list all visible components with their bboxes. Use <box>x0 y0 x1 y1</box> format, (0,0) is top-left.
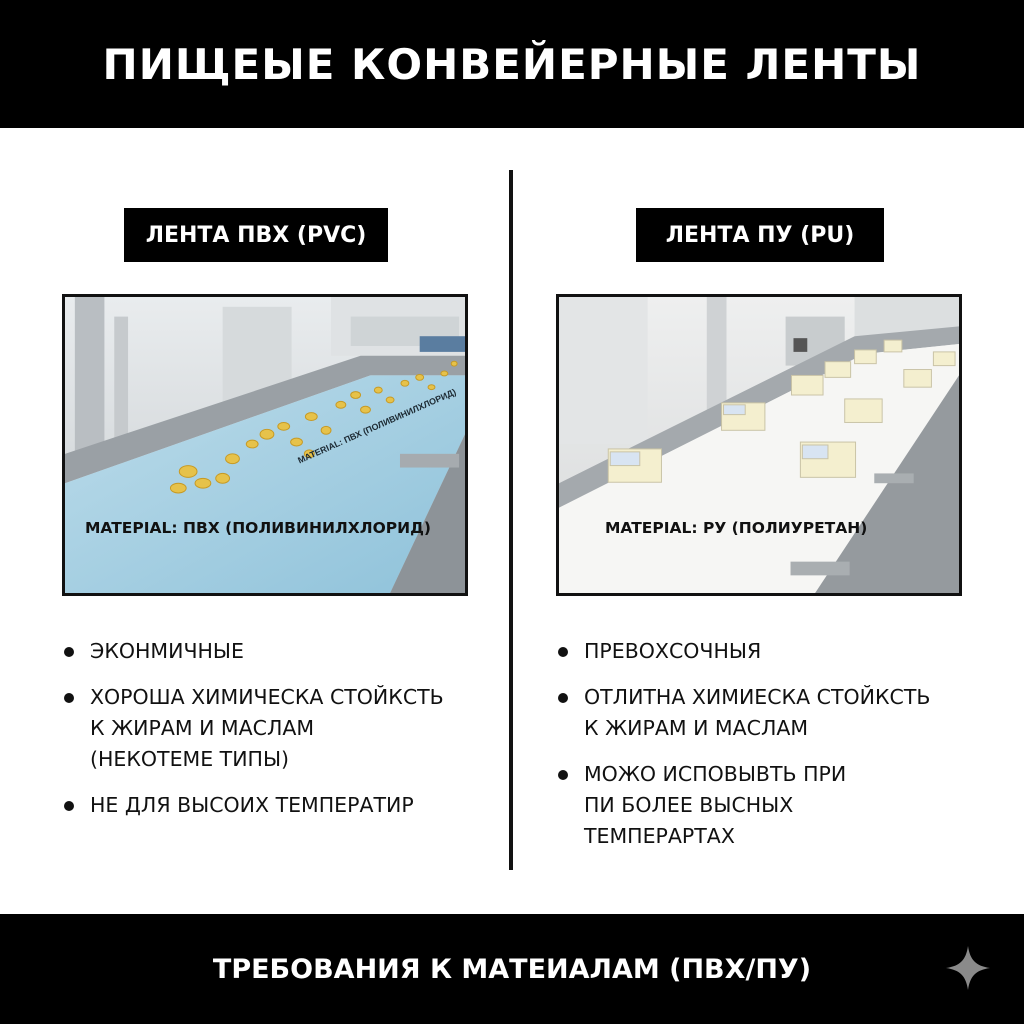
bottom-banner: ТРЕБОВАНИЯ К МАТЕИАЛАМ (ПВХ/ПУ) <box>0 914 1024 1024</box>
bullet-dot-icon <box>558 693 568 703</box>
list-item: ОТЛИТНА ХИМИЕСКА СТОЙКСТЬ К ЖИРАМ И МАСЛ… <box>556 682 996 744</box>
page-title: ПИЩЕЫЕ КОНВЕЙЕРНЫЕ ЛЕНТЫ <box>102 39 922 89</box>
list-item: МОЖО ИСПОВЫВТЬ ПРИ ПИ БОЛЕЕ ВЫСНЫХ ТЕМПЕ… <box>556 759 996 852</box>
pu-belt-photo: MATEPIAL: РУ (ПОЛИУРЕТАН) <box>556 294 962 596</box>
pu-label: ЛЕНТА ПУ (PU) <box>636 208 884 262</box>
sparkle-icon <box>946 946 990 990</box>
pvc-photo-caption: MATEPIAL: ПВХ (ПОЛИВИНИЛХЛОРИД) <box>85 519 432 537</box>
pu-photo-caption: MATEPIAL: РУ (ПОЛИУРЕТАН) <box>605 519 868 537</box>
column-divider <box>509 170 513 870</box>
pvc-bullet-list: ЭКОНМИЧНЫЕ ХОРОША ХИМИЧЕСКА СТОЙКСТЬ К Ж… <box>62 636 492 836</box>
list-item: ПРЕВОХСОЧНЫЯ <box>556 636 996 667</box>
footer-title: ТРЕБОВАНИЯ К МАТЕИАЛАМ (ПВХ/ПУ) <box>212 953 812 985</box>
list-item: НЕ ДЛЯ ВЫСОИХ ТЕМПЕРАТИР <box>62 790 492 821</box>
list-item: ЭКОНМИЧНЫЕ <box>62 636 492 667</box>
bullet-dot-icon <box>558 647 568 657</box>
pvc-belt-photo: MATERIAL: ПВХ (ПОЛИВИНИЛХЛОРИД) MATEPIAL… <box>62 294 468 596</box>
bullet-dot-icon <box>64 647 74 657</box>
pvc-belt-illustration: MATERIAL: ПВХ (ПОЛИВИНИЛХЛОРИД) <box>65 297 465 593</box>
pu-belt-illustration <box>559 297 959 593</box>
list-item: ХОРОША ХИМИЧЕСКА СТОЙКСТЬ К ЖИРАМ И МАСЛ… <box>62 682 492 775</box>
top-banner: ПИЩЕЫЕ КОНВЕЙЕРНЫЕ ЛЕНТЫ <box>0 0 1024 128</box>
bullet-dot-icon <box>64 693 74 703</box>
pvc-label: ЛЕНТА ПВХ (PVC) <box>124 208 388 262</box>
bullet-dot-icon <box>558 770 568 780</box>
pu-bullet-list: ПРЕВОХСОЧНЫЯ ОТЛИТНА ХИМИЕСКА СТОЙКСТЬ К… <box>556 636 996 867</box>
bullet-dot-icon <box>64 801 74 811</box>
